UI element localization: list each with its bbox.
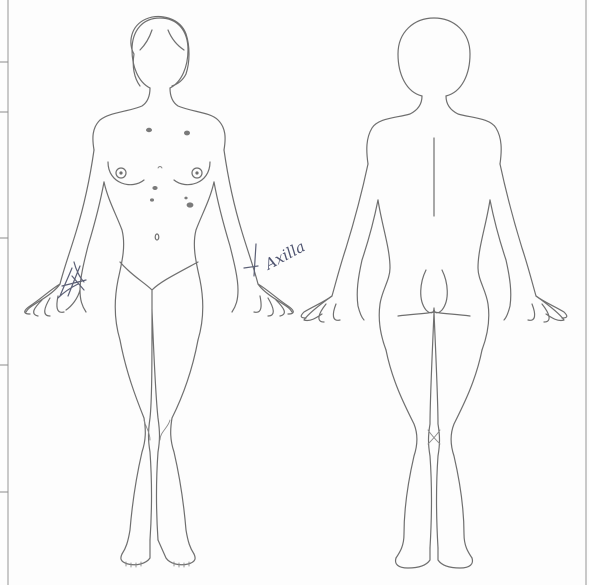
axilla-handwritten-label: Axilla [260,237,308,274]
front-breasts [108,162,210,185]
back-arm-image-right [490,164,567,320]
axilla-label-text: Axilla [260,237,308,274]
front-arm-left-side-of-body [214,150,292,312]
front-neck-shoulders [93,88,225,150]
back-arm-image-left [301,164,378,320]
back-torso-outline [378,200,490,350]
front-head [132,18,188,88]
handwritten-annotations: Axilla Hl [58,237,308,298]
front-pelvis [120,262,198,310]
back-feet [396,548,473,568]
back-figure [301,18,567,568]
front-hand-image-right [254,284,293,316]
front-navel [155,234,159,240]
front-skin-markings [146,128,193,208]
front-feet [121,540,195,565]
front-legs [120,310,198,554]
back-buttocks [398,270,470,316]
hip-label-text: Hl [63,271,88,297]
back-head [398,18,470,96]
front-torso-outline [104,182,214,340]
back-legs [386,312,482,558]
